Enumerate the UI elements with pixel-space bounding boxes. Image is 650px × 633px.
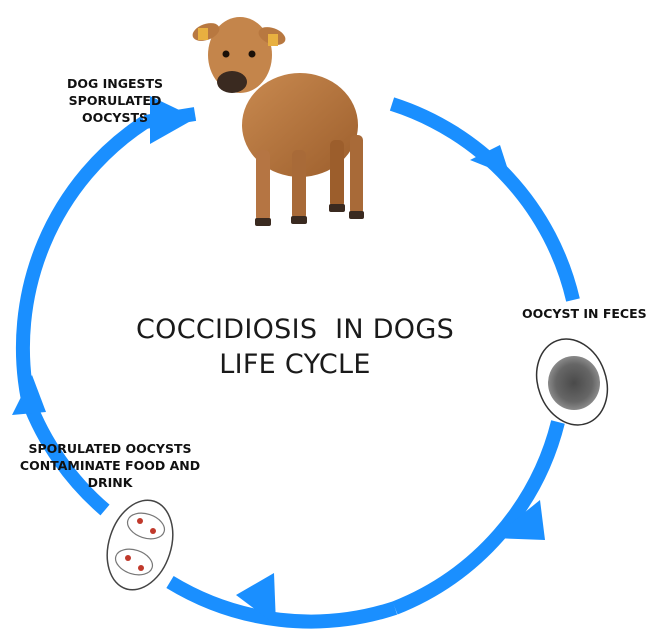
unsporulated-oocyst-icon xyxy=(525,329,619,435)
stage-label-contaminate: SPORULATED OOCYSTS CONTAMINATE FOOD AND … xyxy=(4,440,216,491)
arrow-calf-to-feces xyxy=(392,104,573,300)
title-line-1: COCCIDIOSIS IN DOGS xyxy=(110,312,480,347)
arrowhead-left xyxy=(12,375,46,415)
title-line-2: LIFE CYCLE xyxy=(110,347,480,382)
stage-label-feces: OOCYST IN FECES xyxy=(522,305,647,322)
arrow-bottom-to-sporulated xyxy=(170,582,395,622)
ingest-line: DOG INGESTS SPORULATED OOCYSTS xyxy=(50,75,180,126)
stage-label-ingest: DOG INGESTS SPORULATED OOCYSTS xyxy=(50,75,180,126)
calf-photo xyxy=(190,17,364,226)
diagram-title: COCCIDIOSIS IN DOGS LIFE CYCLE xyxy=(110,312,480,382)
